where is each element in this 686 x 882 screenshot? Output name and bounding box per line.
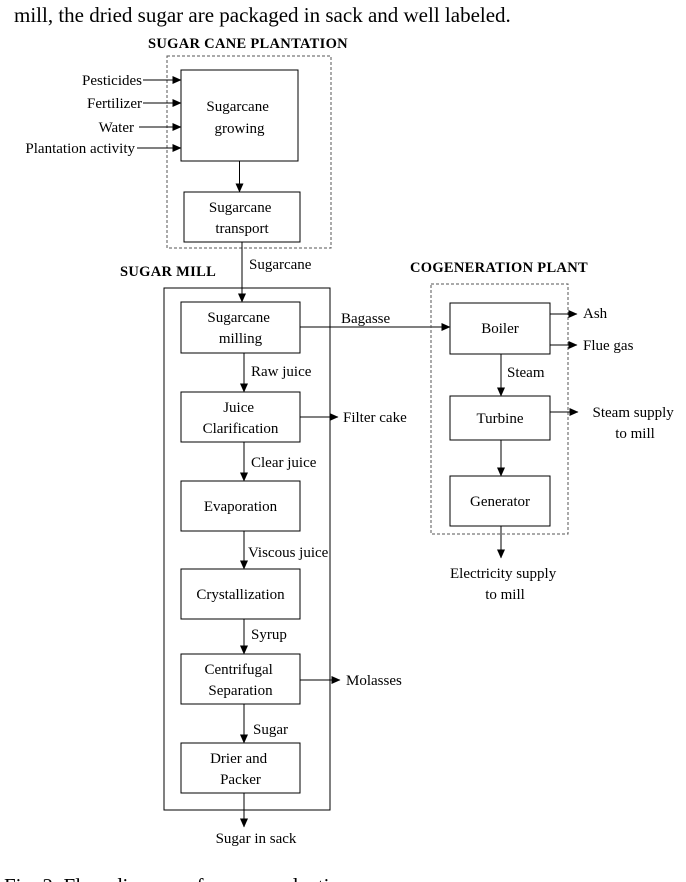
box-juice-clarification <box>180 391 301 443</box>
input-plantation-activity: Plantation activity <box>25 141 135 157</box>
box-generator <box>449 475 551 527</box>
box-boiler <box>449 302 551 355</box>
box-juice-clarification-label: Juice Clarification <box>203 400 279 437</box>
box-evaporation-label: Evaporation <box>204 499 278 515</box>
input-fertilizer: Fertilizer <box>87 96 142 112</box>
label-steam-supply: Steam supply to mill <box>593 405 678 442</box>
box-centrifugal-separation <box>180 653 301 705</box>
section-title-cogeneration: COGENERATION PLANT <box>410 260 588 276</box>
box-generator-label: Generator <box>470 494 530 510</box>
box-sugarcane-growing <box>180 69 299 162</box>
section-title-plantation: SUGAR CANE PLANTATION <box>148 36 348 52</box>
label-steam: Steam <box>507 365 545 381</box>
box-sugarcane-transport-label: Sugarcane transport <box>209 200 275 237</box>
label-syrup: Syrup <box>251 627 287 643</box>
label-clear-juice: Clear juice <box>251 455 317 471</box>
box-sugarcane-growing-label: Sugarcane growing <box>206 99 272 137</box>
box-evaporation <box>180 480 301 532</box>
label-raw-juice: Raw juice <box>251 364 312 380</box>
plantation-boundary <box>166 55 332 249</box>
box-centrifugal-separation-label: Centrifugal Separation <box>204 662 276 699</box>
cogeneration-boundary <box>430 283 569 535</box>
label-sugar-in-sack: Sugar in sack <box>216 831 297 847</box>
input-pesticides: Pesticides <box>82 73 142 89</box>
input-water: Water <box>99 120 134 136</box>
top-clipped-text: mill, the dried sugar are packaged in sa… <box>14 3 511 27</box>
label-sugar: Sugar <box>253 722 288 738</box>
label-sugarcane: Sugarcane <box>249 257 312 273</box>
box-drier-and-packer <box>180 742 301 794</box>
section-title-mill: SUGAR MILL <box>120 264 216 280</box>
label-filter-cake: Filter cake <box>343 410 407 426</box>
label-molasses: Molasses <box>346 673 402 689</box>
box-turbine-label: Turbine <box>477 411 524 427</box>
box-drier-and-packer-label: Drier and Packer <box>210 751 271 788</box>
label-viscous-juice: Viscous juice <box>248 545 329 561</box>
box-turbine <box>449 395 551 441</box>
figure-caption: Fig. 2. Flow diagram of sugar production <box>4 874 351 882</box>
mill-boundary <box>163 287 331 811</box>
label-bagasse: Bagasse <box>341 311 390 327</box>
box-crystallization-label: Crystallization <box>196 587 285 603</box>
label-electricity-supply: Electricity supply to mill <box>450 566 560 603</box>
label-ash: Ash <box>583 306 608 322</box>
box-boiler-label: Boiler <box>481 321 519 337</box>
box-sugarcane-milling-label: Sugarcane milling <box>207 310 273 347</box>
label-flue-gas: Flue gas <box>583 338 634 354</box>
box-crystallization <box>180 568 301 620</box>
